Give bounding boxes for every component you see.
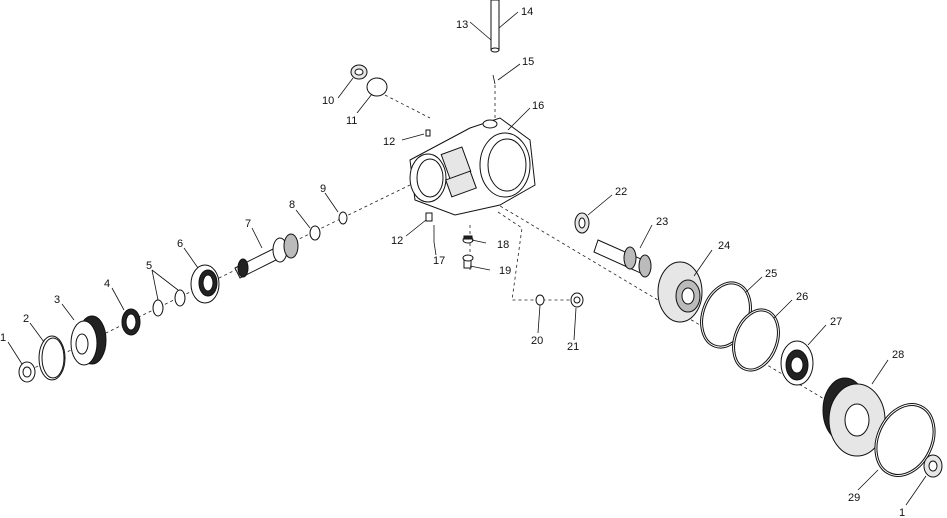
part-3-bearing-carrier xyxy=(70,315,107,366)
callout-27: 27 xyxy=(830,316,842,328)
callout-16: 16 xyxy=(532,100,544,112)
callout-labels: 1 2 3 4 5 6 7 8 9 10 11 12 12 13 14 15 1… xyxy=(0,6,905,518)
callout-25: 25 xyxy=(765,268,777,280)
callout-20: 20 xyxy=(531,335,543,347)
part-24-ring-gear xyxy=(657,261,703,323)
part-8-bushing xyxy=(309,225,321,241)
callout-4: 4 xyxy=(104,278,110,290)
callout-18: 18 xyxy=(497,239,509,251)
part-18-plug xyxy=(462,235,474,244)
callout-1-left: 1 xyxy=(0,332,6,344)
part-28-bearing-carrier xyxy=(822,377,886,457)
callout-17: 17 xyxy=(433,255,445,267)
part-7-pinion-shaft xyxy=(234,233,299,279)
callout-21: 21 xyxy=(567,341,579,353)
callout-3: 3 xyxy=(54,294,60,306)
callout-1-right: 1 xyxy=(899,507,905,518)
part-20-nut xyxy=(535,294,545,306)
leader-lines xyxy=(7,11,927,506)
part-12-fitting-top xyxy=(425,129,431,137)
part-22-seal xyxy=(574,212,590,234)
part-29-oring xyxy=(874,403,936,477)
callout-8: 8 xyxy=(289,199,295,211)
callout-12-bottom: 12 xyxy=(391,235,403,247)
part-27-bearing xyxy=(780,340,814,386)
callout-2: 2 xyxy=(23,313,29,325)
part-1-washer-left xyxy=(18,361,36,383)
callout-19: 19 xyxy=(499,265,511,277)
part-4-bearing xyxy=(121,308,141,336)
part-9-ring xyxy=(338,211,348,225)
part-12-fitting-bottom xyxy=(425,212,433,222)
callout-26: 26 xyxy=(796,291,808,303)
callout-13: 13 xyxy=(456,19,468,31)
callout-22: 22 xyxy=(615,186,627,198)
callout-15: 15 xyxy=(522,56,534,68)
part-14-rod xyxy=(490,0,500,53)
callout-12-top: 12 xyxy=(383,136,395,148)
callout-23: 23 xyxy=(656,216,668,228)
callout-9: 9 xyxy=(320,183,326,195)
part-21-washer xyxy=(570,292,584,308)
part-5-snap-rings xyxy=(152,289,186,317)
part-11-oring xyxy=(366,77,388,97)
callout-28: 28 xyxy=(892,349,904,361)
part-16-gearcase-housing xyxy=(409,117,536,216)
part-1-washer-right xyxy=(923,454,943,478)
callout-7: 7 xyxy=(245,218,251,230)
part-26-oring xyxy=(732,308,780,372)
part-15-pin xyxy=(492,74,496,85)
part-6-bearing xyxy=(190,264,220,304)
part-2-oring xyxy=(38,335,66,381)
callout-24: 24 xyxy=(718,240,730,252)
callout-29: 29 xyxy=(848,492,860,504)
part-10-cap xyxy=(350,64,368,80)
part-23-output-shaft xyxy=(593,239,652,278)
callout-10: 10 xyxy=(322,95,334,107)
callout-5: 5 xyxy=(146,260,152,272)
part-19-drain-plug xyxy=(462,254,474,269)
callout-6: 6 xyxy=(177,238,183,250)
callout-11: 11 xyxy=(346,115,357,127)
callout-14: 14 xyxy=(521,6,533,18)
